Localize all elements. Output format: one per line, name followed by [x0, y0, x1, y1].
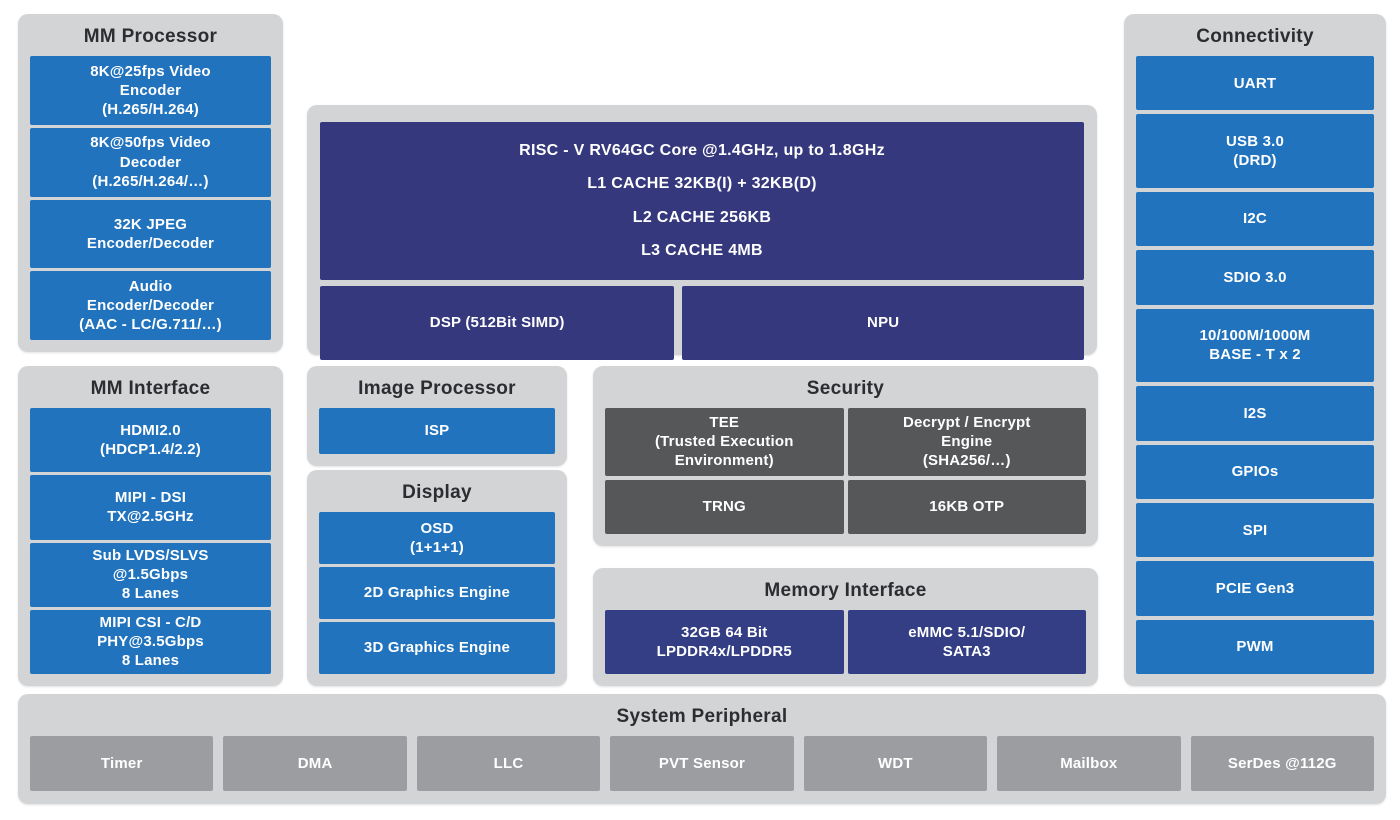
memory-interface-cells: 32GB 64 Bit LPDDR4x/LPDDR5 eMMC 5.1/SDIO…: [593, 610, 1098, 686]
emmc-block: eMMC 5.1/SDIO/ SATA3: [847, 610, 1086, 674]
cpu-l2-cache-line: L2 CACHE 256KB: [632, 208, 772, 226]
mm-processor-cell-video-encoder: 8K@25fps Video Encoder (H.265/H.264): [30, 56, 271, 125]
display-title: Display: [402, 482, 472, 503]
mm-interface-cells: HDMI2.0 (HDCP1.4/2.2) MIPI - DSI TX@2.5G…: [18, 408, 283, 686]
connectivity-cells: UART USB 3.0 (DRD) I2C SDIO 3.0 10/100M/…: [1124, 56, 1386, 686]
system-peripheral-cells: Timer DMA LLC PVT Sensor WDT Mailbox Ser…: [18, 736, 1386, 804]
connectivity-title: Connectivity: [1196, 26, 1314, 47]
mm-interface-panel: MM Interface HDMI2.0 (HDCP1.4/2.2) MIPI …: [18, 366, 283, 686]
trng-block: TRNG: [605, 479, 844, 534]
uart-block: UART: [1136, 56, 1374, 111]
cpu-l1-cache-line: L1 CACHE 32KB(I) + 32KB(D): [587, 175, 817, 193]
mm-interface-cell-lvds: Sub LVDS/SLVS @1.5Gbps 8 Lanes: [30, 542, 271, 607]
security-panel: Security TEE (Trusted Execution Environm…: [593, 366, 1098, 546]
pwm-block: PWM: [1136, 619, 1374, 675]
graphics-3d-block: 3D Graphics Engine: [319, 622, 555, 674]
gpio-block: GPIOs: [1136, 444, 1374, 499]
i2s-block: I2S: [1136, 386, 1374, 441]
crypto-engine-block: Decrypt / Encrypt Engine (SHA256/…): [847, 408, 1086, 476]
mm-processor-panel: MM Processor 8K@25fps Video Encoder (H.2…: [18, 14, 283, 352]
cpu-panel: RISC - V RV64GC Core @1.4GHz, up to 1.8G…: [307, 105, 1097, 360]
mm-interface-title: MM Interface: [90, 378, 211, 399]
i2c-block: I2C: [1136, 191, 1374, 247]
mm-interface-cell-hdmi: HDMI2.0 (HDCP1.4/2.2): [30, 408, 271, 473]
cpu-sub-blocks: DSP (512Bit SIMD) NPU: [320, 286, 1084, 360]
serdes-block: SerDes @112G: [1190, 736, 1374, 791]
security-cells: TEE (Trusted Execution Environment) Decr…: [593, 408, 1098, 546]
isp-block: ISP: [319, 408, 555, 454]
usb-block: USB 3.0 (DRD): [1136, 114, 1374, 188]
cpu-core-line: RISC - V RV64GC Core @1.4GHz, up to 1.8G…: [519, 141, 885, 159]
spi-block: SPI: [1136, 502, 1374, 558]
mm-processor-cells: 8K@25fps Video Encoder (H.265/H.264) 8K@…: [18, 56, 283, 352]
memory-interface-panel: Memory Interface 32GB 64 Bit LPDDR4x/LPD…: [593, 568, 1098, 686]
osd-block: OSD (1+1+1): [319, 512, 555, 564]
llc-block: LLC: [416, 736, 601, 791]
mm-processor-title: MM Processor: [83, 26, 218, 47]
mm-processor-cell-jpeg: 32K JPEG Encoder/Decoder: [30, 199, 271, 269]
sdio-block: SDIO 3.0: [1136, 250, 1374, 305]
wdt-block: WDT: [803, 736, 988, 791]
dsp-block: DSP (512Bit SIMD): [320, 286, 675, 360]
display-panel: Display OSD (1+1+1) 2D Graphics Engine 3…: [307, 470, 567, 686]
cpu-l3-cache-line: L3 CACHE 4MB: [641, 242, 763, 260]
ethernet-block: 10/100M/1000M BASE - T x 2: [1136, 308, 1374, 383]
security-title: Security: [806, 378, 885, 399]
system-peripheral-title: System Peripheral: [616, 706, 788, 727]
mailbox-block: Mailbox: [997, 736, 1181, 791]
npu-block: NPU: [682, 286, 1084, 360]
display-cells: OSD (1+1+1) 2D Graphics Engine 3D Graphi…: [307, 512, 567, 686]
cpu-core-block: RISC - V RV64GC Core @1.4GHz, up to 1.8G…: [320, 122, 1084, 280]
timer-block: Timer: [30, 736, 214, 791]
mm-processor-cell-audio: Audio Encoder/Decoder (AAC - LC/G.711/…): [30, 271, 271, 340]
tee-block: TEE (Trusted Execution Environment): [605, 408, 844, 476]
system-peripheral-panel: System Peripheral Timer DMA LLC PVT Sens…: [18, 694, 1386, 804]
mm-interface-cell-mipi-dsi: MIPI - DSI TX@2.5GHz: [30, 475, 271, 540]
graphics-2d-block: 2D Graphics Engine: [319, 567, 555, 619]
mm-processor-cell-video-decoder: 8K@50fps Video Decoder (H.265/H.264/…): [30, 127, 271, 197]
connectivity-panel: Connectivity UART USB 3.0 (DRD) I2C SDIO…: [1124, 14, 1386, 686]
mm-interface-cell-mipi-csi: MIPI CSI - C/D PHY@3.5Gbps 8 Lanes: [30, 609, 271, 674]
pvt-sensor-block: PVT Sensor: [610, 736, 794, 791]
dma-block: DMA: [223, 736, 407, 791]
image-processor-cells: ISP: [307, 408, 567, 466]
pcie-block: PCIE Gen3: [1136, 561, 1374, 616]
lpddr-block: 32GB 64 Bit LPDDR4x/LPDDR5: [605, 610, 844, 674]
memory-interface-title: Memory Interface: [764, 580, 927, 601]
image-processor-title: Image Processor: [358, 378, 516, 399]
image-processor-panel: Image Processor ISP: [307, 366, 567, 466]
otp-block: 16KB OTP: [847, 479, 1086, 534]
